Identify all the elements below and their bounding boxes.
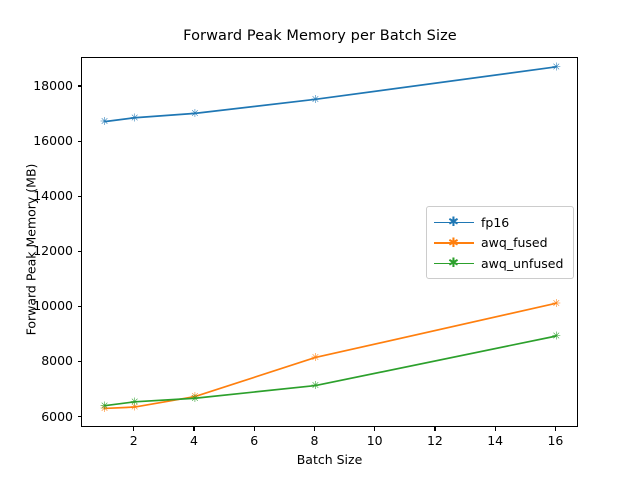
y-tick-mark [77, 140, 81, 142]
series-line-awq_unfused [104, 335, 557, 407]
data-point-awq_fused-16: ✳ [552, 297, 561, 310]
data-point-awq_unfused-1: ✳ [100, 399, 109, 412]
y-axis-title: Forward Peak Memory (MB) [23, 163, 39, 336]
y-tick-mark [77, 305, 81, 307]
y-tick-mark [77, 85, 81, 87]
legend-swatch-fp16: ✱ [434, 215, 474, 229]
x-tick-mark [374, 427, 376, 431]
x-tick-mark [554, 427, 556, 431]
data-point-awq_unfused-16: ✳ [552, 330, 561, 343]
x-tick-label: 14 [487, 433, 504, 448]
data-point-awq_fused-4: ✳ [190, 390, 199, 403]
data-point-awq_unfused-4: ✳ [190, 392, 199, 405]
y-tick-label: 18000 [33, 77, 73, 93]
legend-line-awq-unfused [434, 262, 474, 265]
legend-label-awq-fused: awq_fused [481, 235, 548, 251]
x-tick-mark [494, 427, 496, 431]
data-point-awq_unfused-2: ✳ [130, 395, 139, 408]
x-tick-label: 16 [547, 433, 564, 448]
y-tick-mark [77, 195, 81, 197]
data-point-fp16-8: ✳ [311, 93, 320, 106]
data-point-awq_fused-8: ✳ [311, 351, 320, 364]
x-tick-label: 2 [129, 433, 138, 448]
x-axis-title: Batch Size [296, 452, 363, 467]
x-tick-mark [133, 427, 135, 431]
legend-swatch-awq-unfused: ✱ [434, 256, 474, 270]
data-point-fp16-1: ✳ [100, 115, 109, 128]
data-point-awq_fused-2: ✳ [130, 401, 139, 414]
y-tick-label: 8000 [41, 353, 73, 369]
legend-box: ✱ fp16 ✱ awq_fused ✱ awq_unfused [426, 206, 574, 279]
x-tick-label: 12 [426, 433, 443, 448]
y-tick-label: 6000 [41, 408, 73, 424]
chart-title: Forward Peak Memory per Batch Size [183, 28, 457, 44]
data-point-awq_unfused-8: ✳ [311, 379, 320, 392]
legend-swatch-awq-fused: ✱ [434, 236, 474, 250]
series-line-awq_fused [104, 302, 557, 410]
data-point-fp16-2: ✳ [130, 111, 139, 124]
star-marker-awq-fused: ✱ [448, 235, 459, 251]
x-tick-label: 4 [189, 433, 198, 448]
legend-label-fp16: fp16 [481, 214, 510, 230]
x-tick-label: 6 [250, 433, 259, 448]
y-tick-mark [77, 250, 81, 252]
x-tick-label: 10 [366, 433, 383, 448]
y-tick-label: 12000 [33, 243, 73, 259]
y-tick-label: 16000 [33, 133, 73, 149]
legend-line-fp16 [434, 221, 474, 224]
x-tick-mark [313, 427, 316, 431]
y-tick-label: 10000 [33, 298, 73, 314]
plot-svg: ✳✳✳✳✳✳✳✳✳✳✳✳✳✳✳ [100, 60, 561, 415]
x-tick-mark [434, 427, 436, 431]
star-marker-fp16: ✱ [448, 215, 459, 231]
legend-line-awq-fused [434, 242, 474, 244]
x-tick-mark [193, 427, 195, 431]
x-tick-mark [253, 427, 255, 431]
x-tick-label: 8 [310, 433, 319, 448]
data-point-fp16-4: ✳ [190, 107, 199, 120]
data-point-fp16-16: ✳ [552, 60, 561, 73]
legend-item-awq-fused: ✱ awq_fused [434, 233, 566, 254]
y-tick-mark [77, 360, 81, 363]
series-line-fp16 [104, 65, 557, 123]
y-tick-label: 14000 [33, 188, 73, 204]
data-point-awq_fused-1: ✳ [100, 402, 109, 415]
legend-item-fp16: ✱ fp16 [434, 212, 566, 233]
legend-label-awq-unfused: awq_unfused [481, 255, 564, 271]
star-marker-awq-unfused: ✱ [448, 256, 459, 272]
y-tick-mark [77, 416, 81, 418]
legend-item-awq-unfused: ✱ awq_unfused [434, 253, 566, 274]
